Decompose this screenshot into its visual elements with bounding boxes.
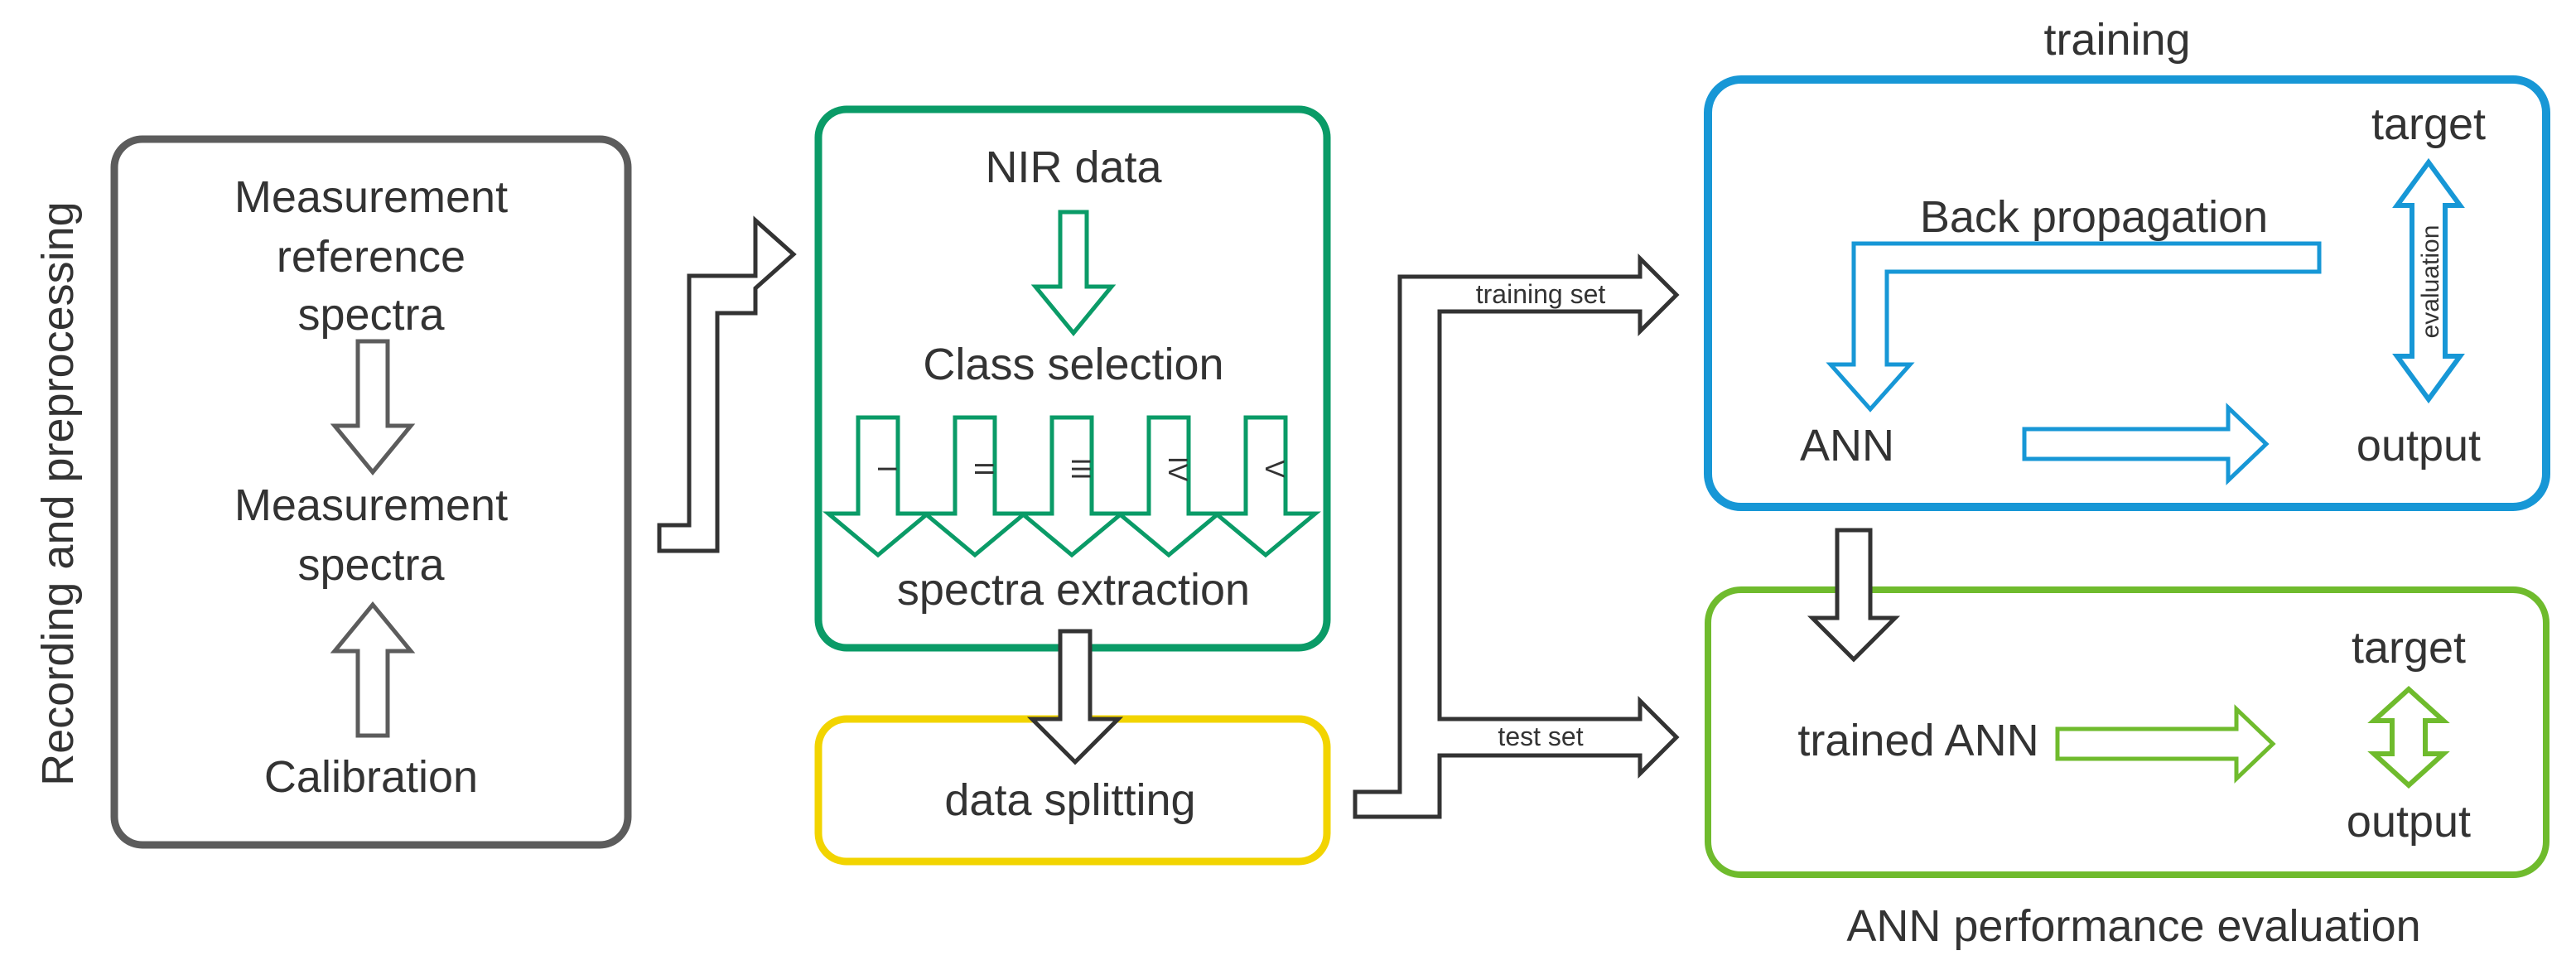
class-numeral-2: II (969, 461, 999, 476)
arrow-down-reference-to-measurement (330, 339, 416, 475)
target-label-eval: target (2352, 623, 2466, 673)
measurement-spectra-line-1: Measurement (234, 480, 508, 530)
preprocessing-box (110, 135, 632, 849)
class-arrow-5 (1210, 415, 1321, 558)
measurement-reference-line-3: spectra (297, 290, 445, 340)
performance-title: ANN performance evaluation (1846, 901, 2420, 951)
data-splitting-label: data splitting (944, 775, 1195, 825)
class-selection-label: Class selection (923, 340, 1223, 389)
calibration-label: Calibration (264, 752, 478, 802)
class-numeral-4: IV (1163, 456, 1193, 482)
trained-ann-label: trained ANN (1797, 716, 2038, 765)
class-arrow-3 (1016, 415, 1127, 558)
measurement-spectra-line-2: spectra (297, 540, 445, 590)
class-arrows (822, 415, 1321, 558)
training-set-label: training set (1476, 279, 1606, 309)
evaluation-label: evaluation (2417, 225, 2444, 339)
back-propagation-arrow (1826, 241, 2322, 413)
back-propagation-label: Back propagation (1920, 192, 2268, 242)
measurement-reference-line-2: reference (277, 232, 466, 282)
arrow-down-nir-to-class (1030, 210, 1117, 336)
training-box (1704, 75, 2550, 511)
evaluation-box (1705, 586, 2549, 878)
nir-data-label: NIR data (985, 142, 1162, 192)
class-numeral-1: I (872, 466, 902, 473)
class-numeral-5: V (1260, 460, 1290, 478)
evaluation-double-arrow (2392, 157, 2465, 404)
output-label-eval: output (2347, 797, 2471, 847)
ann-label: ANN (1800, 421, 1894, 471)
class-numeral-3: III (1066, 458, 1096, 480)
target-output-double-arrow (2367, 685, 2450, 789)
arrow-up-calibration-to-measurement (330, 601, 416, 738)
class-arrow-4 (1113, 415, 1224, 558)
arrow-down-to-splitting (1026, 629, 1124, 765)
training-title: training (2043, 15, 2190, 65)
side-label: Recording and preprocessing (33, 201, 83, 785)
ann-to-output-arrow (2022, 403, 2270, 485)
class-arrow-2 (919, 415, 1030, 558)
output-label-training: output (2357, 421, 2481, 471)
spectra-extraction-label: spectra extraction (897, 565, 1250, 615)
target-label-training: target (2371, 99, 2486, 149)
test-set-label: test set (1498, 721, 1583, 751)
arrow-to-class-selection (657, 215, 797, 553)
trained-ann-to-target-arrow (2055, 704, 2276, 784)
class-arrow-1 (822, 415, 933, 558)
arrow-split-train-test (1353, 253, 1680, 819)
measurement-reference-line-1: Measurement (234, 172, 508, 222)
arrow-training-to-evaluation (1807, 528, 1901, 663)
